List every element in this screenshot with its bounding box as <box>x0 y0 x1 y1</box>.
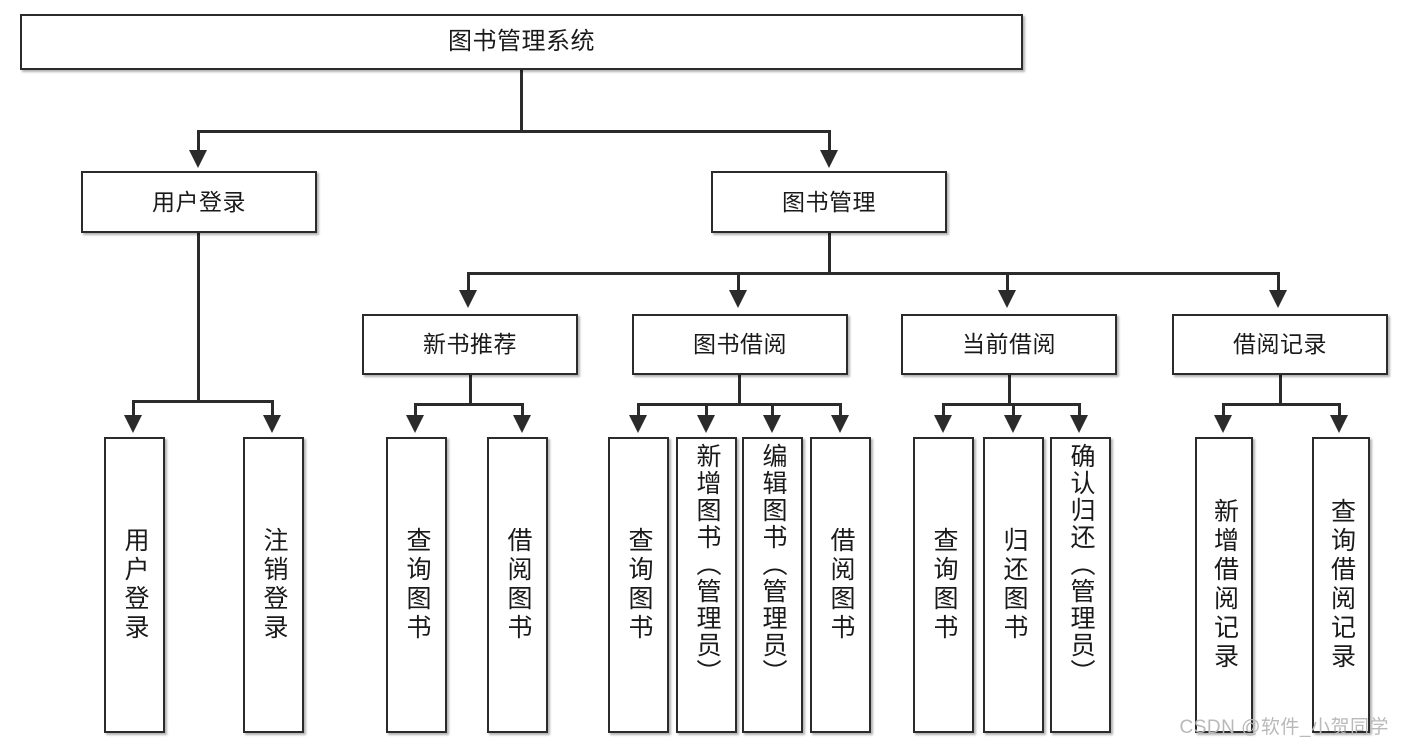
connector-bm-branch-3 <box>1006 272 1009 294</box>
node-label: 用户登录 <box>121 527 149 643</box>
connector-bm-branch-1 <box>467 272 470 294</box>
arrow-icon <box>263 415 281 433</box>
connector-cb-stem <box>1008 375 1011 403</box>
connector-cb-branch-1 <box>942 403 945 419</box>
arrow-icon <box>934 415 952 433</box>
leaf-br-add-record[interactable]: 新增借阅记录 <box>1195 437 1253 733</box>
node-label: 新增图书（管理员） <box>693 443 721 686</box>
node-label: 新增借阅记录 <box>1210 498 1239 672</box>
node-new-book-recommend[interactable]: 新书推荐 <box>362 314 578 375</box>
arrow-icon <box>1330 415 1348 433</box>
node-book-borrow[interactable]: 图书借阅 <box>632 314 848 375</box>
node-label: 当前借阅 <box>962 331 1056 358</box>
arrow-icon <box>1269 290 1287 308</box>
leaf-cb-confirm-return-admin[interactable]: 确认归还（管理员） <box>1050 437 1111 733</box>
connector-bm-branch-4 <box>1277 272 1280 294</box>
node-current-borrow[interactable]: 当前借阅 <box>901 314 1117 375</box>
node-label: 新书推荐 <box>423 331 517 358</box>
leaf-logout[interactable]: 注销登录 <box>243 437 304 733</box>
connector-br-bus <box>1222 403 1340 406</box>
arrow-icon <box>406 415 424 433</box>
arrow-icon <box>763 415 781 433</box>
connector-bb-branch-2 <box>705 403 708 419</box>
node-label: 查询图书 <box>625 527 653 643</box>
arrow-icon <box>729 290 747 308</box>
node-user-login[interactable]: 用户登录 <box>81 171 317 233</box>
connector-cb-branch-2 <box>1012 403 1015 419</box>
connector-user-login-branch-2 <box>271 400 274 419</box>
connector-book-management-stem <box>828 233 831 272</box>
leaf-user-login[interactable]: 用户登录 <box>104 437 165 733</box>
leaf-bb-query-book[interactable]: 查询图书 <box>608 437 669 733</box>
node-label: 借阅记录 <box>1233 331 1327 358</box>
connector-user-login-bus <box>132 400 274 403</box>
leaf-nbr-query-book[interactable]: 查询图书 <box>386 437 447 733</box>
connector-br-stem <box>1279 375 1282 403</box>
connector-br-branch-2 <box>1338 403 1341 419</box>
node-borrow-record[interactable]: 借阅记录 <box>1172 314 1388 375</box>
connector-nbr-branch-2 <box>521 403 524 419</box>
connector-cb-branch-3 <box>1078 403 1081 419</box>
leaf-nbr-borrow-book[interactable]: 借阅图书 <box>487 437 548 733</box>
connector-bb-branch-4 <box>839 403 842 419</box>
connector-bb-bus <box>637 403 841 406</box>
connector-root-stem <box>520 70 523 130</box>
connector-bm-branch-2 <box>737 272 740 294</box>
leaf-bb-edit-book-admin[interactable]: 编辑图书（管理员） <box>742 437 803 733</box>
connector-bb-branch-1 <box>637 403 640 419</box>
arrow-icon <box>1214 415 1232 433</box>
node-label: 借阅图书 <box>504 527 532 643</box>
connector-nbr-branch-1 <box>414 403 417 419</box>
connector-root-to-book-management <box>828 130 831 154</box>
connector-nbr-bus <box>414 403 524 406</box>
connector-bb-branch-3 <box>771 403 774 419</box>
arrow-icon <box>998 290 1016 308</box>
arrow-icon <box>124 415 142 433</box>
node-label: 编辑图书（管理员） <box>759 443 787 686</box>
leaf-bb-add-book-admin[interactable]: 新增图书（管理员） <box>676 437 737 733</box>
node-label: 用户登录 <box>152 188 246 215</box>
leaf-bb-borrow-book[interactable]: 借阅图书 <box>810 437 871 733</box>
arrow-icon <box>629 415 647 433</box>
arrow-icon <box>831 415 849 433</box>
arrow-icon <box>697 415 715 433</box>
node-label: 归还图书 <box>1000 527 1028 643</box>
connector-br-branch-1 <box>1222 403 1225 419</box>
arrow-icon <box>189 150 207 168</box>
node-label: 注销登录 <box>260 527 288 643</box>
connector-user-login-branch-1 <box>132 400 135 419</box>
node-label: 确认归还（管理员） <box>1067 443 1095 686</box>
node-label: 借阅图书 <box>827 527 855 643</box>
node-label: 图书借阅 <box>693 331 787 358</box>
node-label: 图书管理系统 <box>448 28 595 56</box>
leaf-cb-query-book[interactable]: 查询图书 <box>913 437 974 733</box>
connector-book-management-bus <box>467 272 1280 275</box>
node-label: 查询图书 <box>930 527 958 643</box>
node-label: 查询借阅记录 <box>1327 498 1356 672</box>
node-label: 查询图书 <box>403 527 431 643</box>
arrow-icon <box>1004 415 1022 433</box>
arrow-icon <box>513 415 531 433</box>
connector-bb-stem <box>738 375 741 403</box>
connector-nbr-stem <box>469 375 472 403</box>
leaf-cb-return-book[interactable]: 归还图书 <box>983 437 1044 733</box>
node-label: 图书管理 <box>782 188 876 215</box>
node-book-management[interactable]: 图书管理 <box>711 171 947 233</box>
connector-cb-bus <box>942 403 1081 406</box>
node-book-management-system[interactable]: 图书管理系统 <box>20 14 1023 70</box>
connector-root-to-user-login <box>197 130 200 154</box>
leaf-br-query-record[interactable]: 查询借阅记录 <box>1312 437 1370 733</box>
arrow-icon <box>459 290 477 308</box>
arrow-icon <box>820 150 838 168</box>
connector-user-login-stem <box>197 233 200 400</box>
connector-root-bus <box>197 130 831 133</box>
arrow-icon <box>1070 415 1088 433</box>
